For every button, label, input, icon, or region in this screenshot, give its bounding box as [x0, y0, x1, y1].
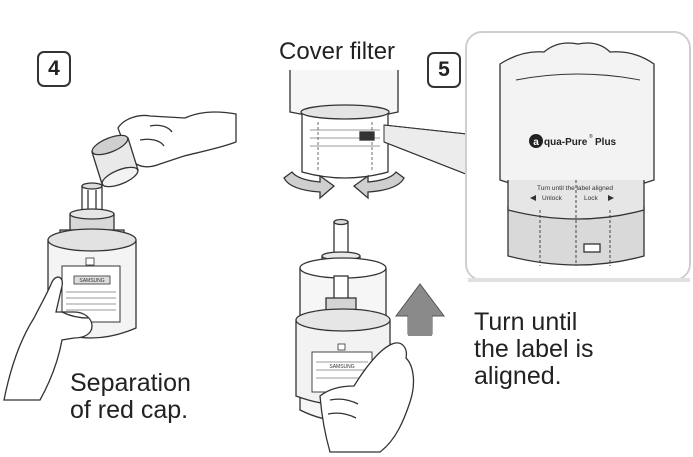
step-5-filter-brand: SAMSUNG	[329, 364, 354, 370]
step-5-title: Cover filter	[279, 38, 396, 65]
lock-indicator: Unlock Lock	[530, 195, 614, 202]
lock-label: Lock	[584, 195, 598, 202]
inset-filter-icon	[499, 42, 655, 266]
inset-zoom-card: a qua-Pure ® Plus Turn until the label a…	[465, 31, 691, 282]
step-5-caption-line-3: aligned.	[474, 362, 562, 390]
step-4-caption-line-1: Separation	[70, 369, 191, 397]
cover-filter-icon	[289, 70, 399, 179]
step-4-caption-line-2: of red cap.	[70, 396, 189, 424]
push-up-arrow-stem	[408, 316, 432, 336]
step-4-caption: Separation of red cap.	[70, 370, 191, 424]
step-5-caption-line-2: the label is	[474, 335, 594, 363]
logo-mark: ®	[589, 133, 593, 140]
step-5-caption-line-1: Turn until	[474, 308, 578, 336]
aqua-pure-logo: a qua-Pure ® Plus	[529, 133, 617, 148]
step-5-number: 5	[438, 58, 450, 81]
step-5-illustration: SAMSUNG	[283, 70, 477, 453]
step-5-caption: Turn until the label is aligned.	[474, 309, 594, 390]
step-5-badge: 5	[427, 52, 461, 88]
logo-letter: a	[533, 137, 539, 148]
logo-text: qua-Pure	[544, 137, 588, 148]
logo-suffix: Plus	[595, 137, 617, 148]
align-label: Turn until the label aligned	[537, 185, 613, 192]
step-4-filter-icon	[47, 182, 137, 339]
unlock-label: Unlock	[542, 195, 563, 202]
step-4-illustration: SAMSUNG	[3, 111, 237, 401]
step-4-number: 4	[48, 57, 60, 80]
upper-hand-icon	[117, 111, 237, 168]
step-4-filter-brand: SAMSUNG	[79, 278, 104, 284]
step-4-badge: 4	[37, 51, 71, 87]
zoom-connector	[383, 124, 477, 179]
red-cap-icon	[91, 134, 139, 188]
step-5-hand-icon	[319, 342, 415, 453]
lower-hand-icon	[3, 276, 93, 401]
rotate-arrows-icon	[283, 171, 405, 200]
